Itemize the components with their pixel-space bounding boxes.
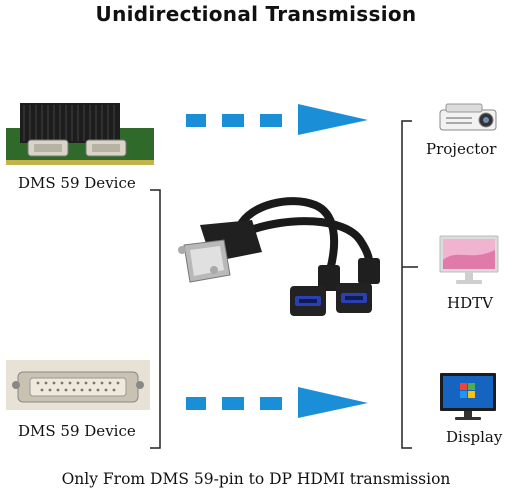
dms59-port-image [6,360,150,410]
left-bracket [150,189,161,449]
output-label-display: Display [446,428,503,446]
projector-icon [439,103,497,131]
bottom-caption: Only From DMS 59-pin to DP HDMI transmis… [61,470,451,488]
display-icon [440,373,496,420]
source-label-bottom: DMS 59 Device [18,422,136,440]
splitter-cable-image [178,197,380,316]
hdtv-icon [439,235,499,284]
right-bracket [401,120,418,449]
output-label-hdtv: HDTV [447,294,493,312]
graphics-card-image [6,103,154,165]
output-label-projector: Projector [426,140,497,158]
diagram-title: Unidirectional Transmission [95,2,417,26]
source-label-top: DMS 59 Device [18,174,136,192]
bottom-arrow [186,387,368,418]
top-arrow [186,104,368,135]
